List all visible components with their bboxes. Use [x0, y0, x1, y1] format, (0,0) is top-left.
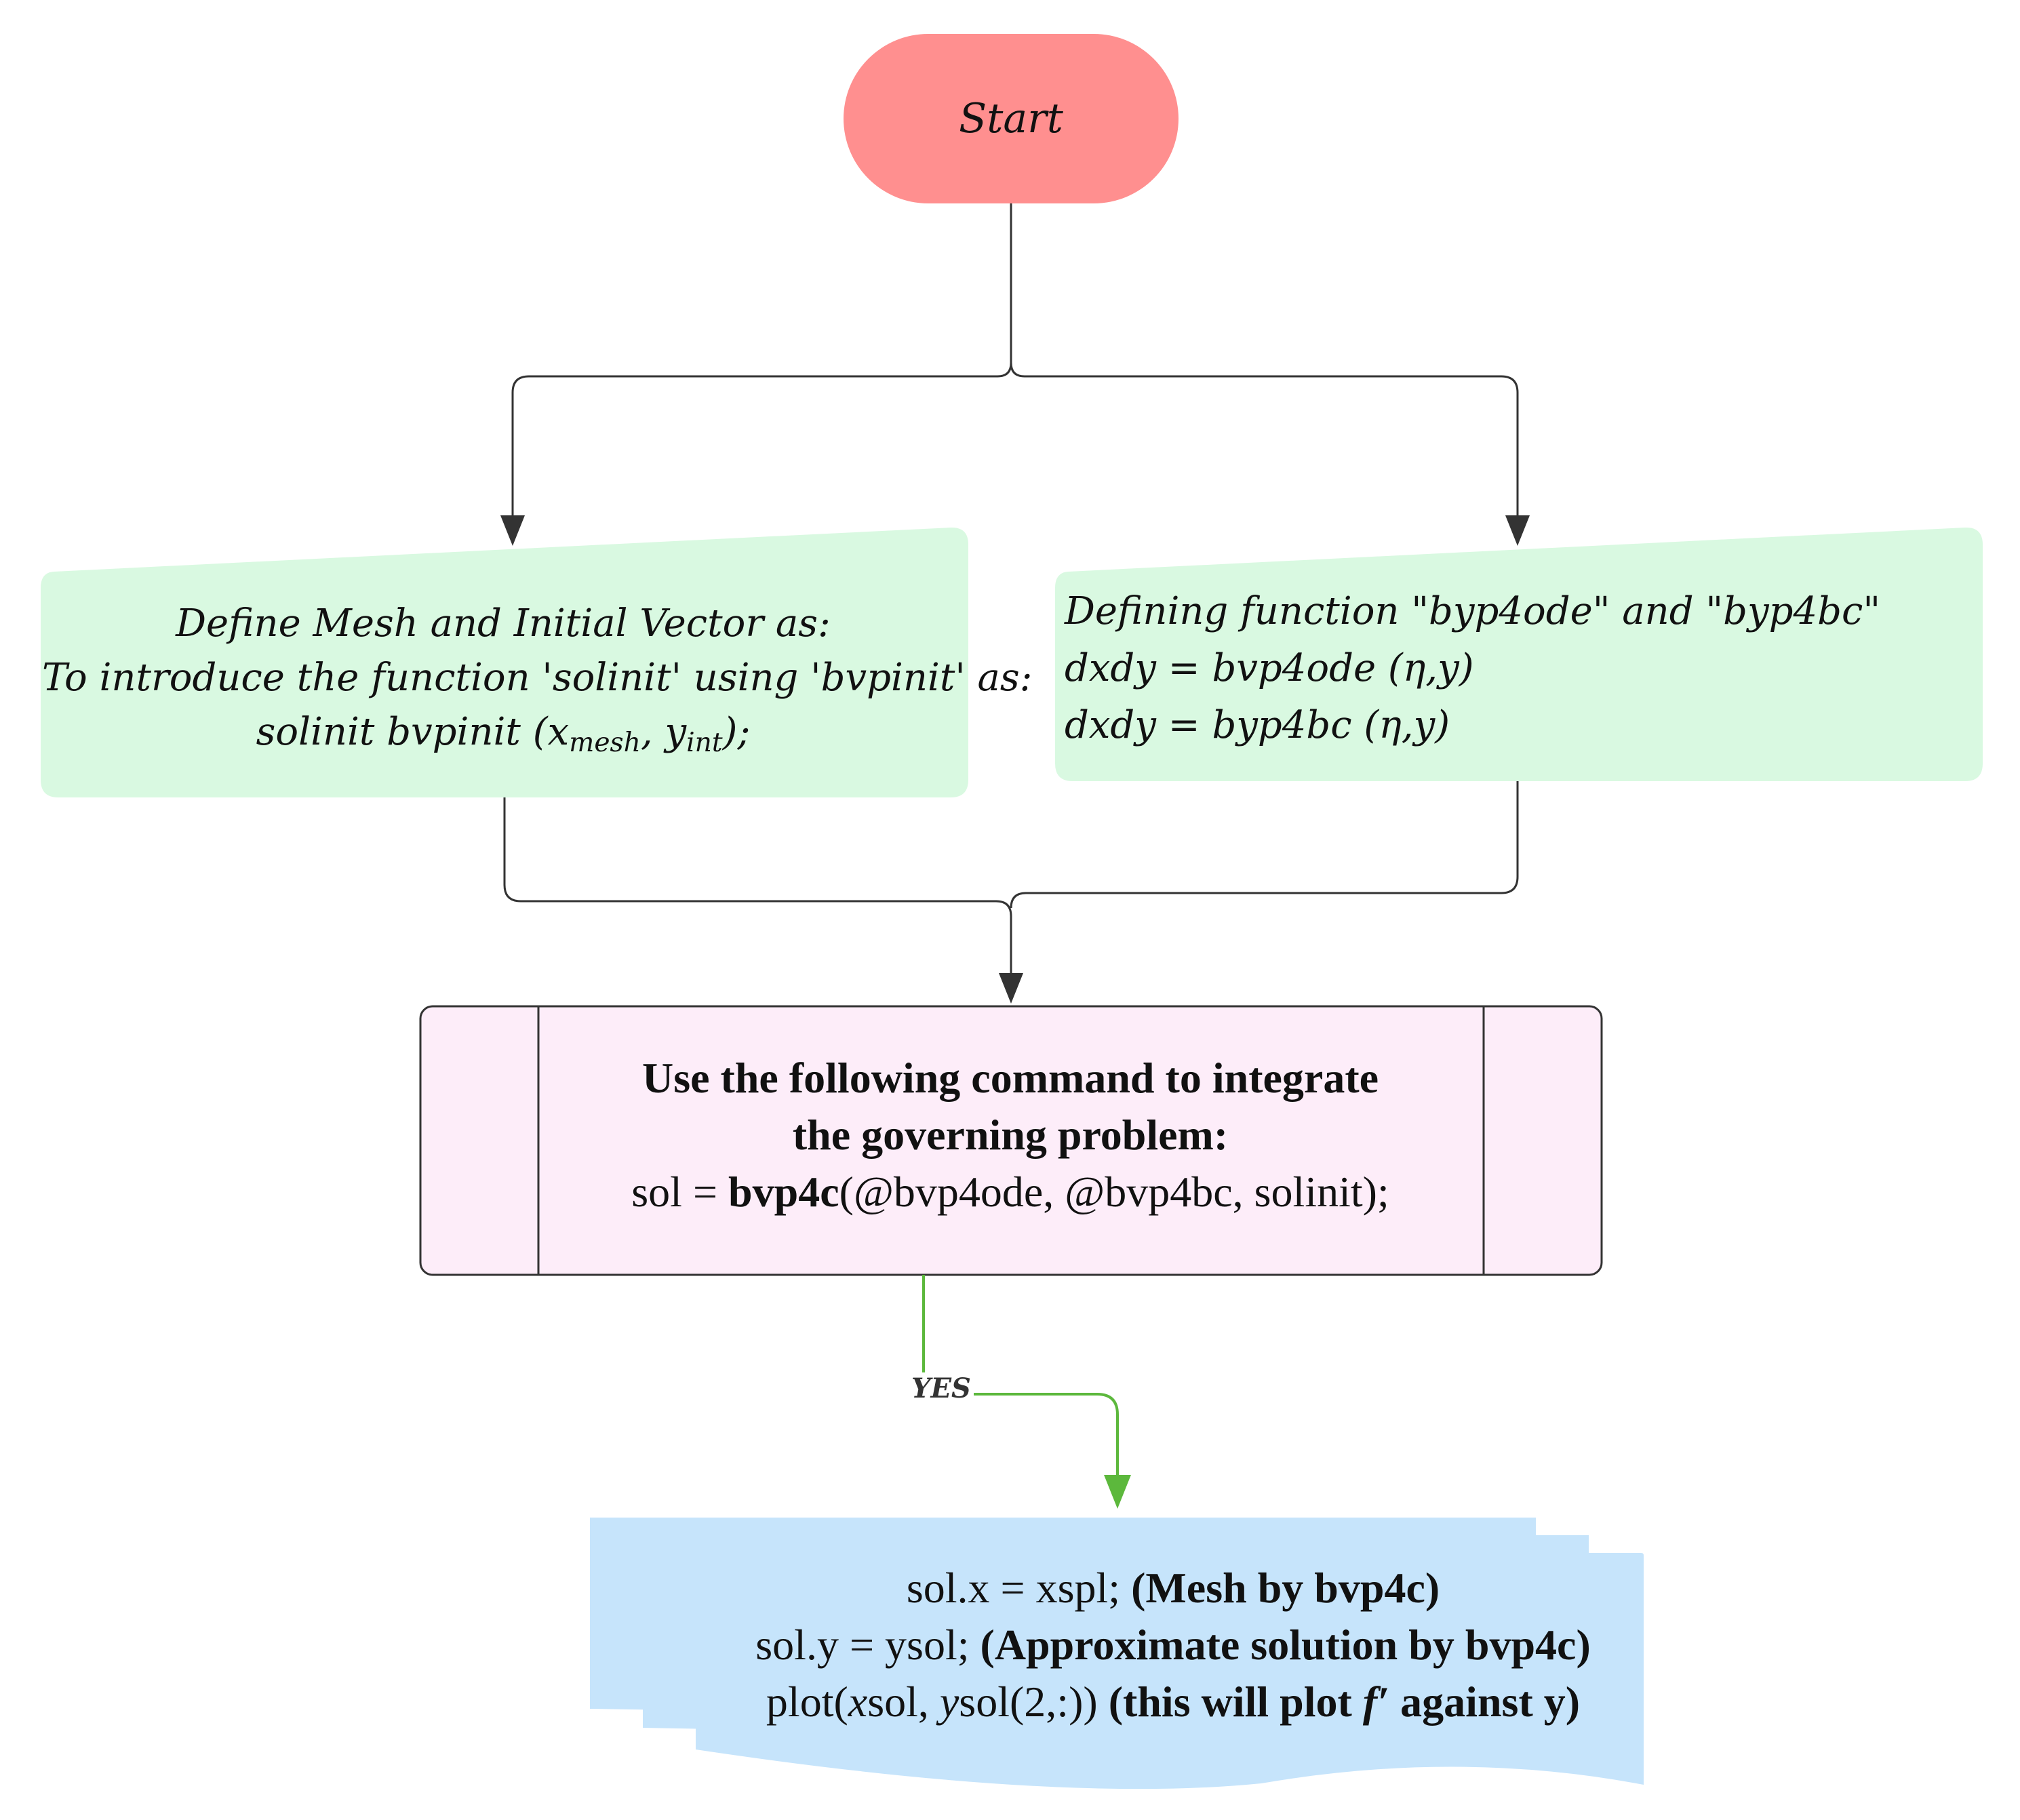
function-box-line-3: dxdy = byp4bc (η,y)	[1065, 703, 1450, 747]
function-box-line-2: dxdy = bvp4ode (η,y)	[1065, 646, 1474, 690]
process-box-text: Use the following command to integrate t…	[542, 1050, 1478, 1221]
output-line3-d: y	[939, 1678, 959, 1726]
mesh-line3-prefix: solinit bvpinit (x	[256, 710, 570, 754]
arrowhead-to-function-box	[1505, 515, 1530, 546]
connector-start-right	[1010, 362, 1519, 522]
output-line-3: plot(xsol, ysol(2,:)) (this will plot f′…	[698, 1674, 1648, 1730]
output-line-2: sol.y = ysol; (Approximate solution by b…	[698, 1617, 1648, 1674]
mesh-subscript: mesh	[569, 727, 641, 758]
process-box-line-2: the governing problem:	[792, 1111, 1229, 1159]
output-text: sol.x = xspl; (Mesh by bvp4c) sol.y = ys…	[698, 1560, 1648, 1730]
connector-start-split	[511, 203, 1012, 522]
process-line3-prefix: sol =	[631, 1168, 729, 1216]
function-input-box[interactable]	[1055, 527, 1983, 781]
output-line3-note-a: (this will plot	[1108, 1678, 1363, 1726]
process-box-line-3: sol = bvp4c(@bvp4ode, @bvp4bc, solinit);	[542, 1164, 1478, 1221]
output-line2-note: (Approximate solution by bvp4c)	[980, 1621, 1591, 1669]
start-label: Start	[959, 95, 1063, 142]
bvp4c-command: bvp4c	[728, 1168, 839, 1216]
connector-mesh-merge	[503, 797, 1012, 976]
process-line3-suffix: (@bvp4ode, @bvp4bc, solinit);	[839, 1168, 1389, 1216]
mesh-box-line-3: solinit bvpinit (xmesh, yint);	[42, 705, 964, 770]
mesh-box-line-2: To introduce the function 'solinit' usin…	[42, 656, 1033, 700]
process-box-line-1: Use the following command to integrate	[641, 1054, 1379, 1102]
process-box[interactable]	[419, 1005, 1603, 1276]
output-line-1: sol.x = xspl; (Mesh by bvp4c)	[698, 1560, 1648, 1617]
output-line3-note-c: against y)	[1389, 1678, 1581, 1726]
mesh-box-text: Define Mesh and Initial Vector as: To in…	[42, 597, 1033, 770]
arrowhead-to-output	[1104, 1475, 1131, 1509]
start-terminator[interactable]	[844, 34, 1179, 203]
int-subscript: int	[686, 727, 723, 758]
function-box-line-1: Defining function "byp4ode" and "byp4bc"	[1065, 589, 1881, 633]
mesh-line3-mid: , y	[640, 710, 687, 754]
output-line2-code: sol.y = ysol;	[755, 1621, 981, 1669]
yes-label: YES	[909, 1372, 974, 1404]
mesh-box-line-1: Define Mesh and Initial Vector as:	[176, 601, 831, 646]
mesh-line3-suffix: );	[722, 710, 751, 754]
output-line1-code: sol.x = xspl;	[906, 1564, 1132, 1612]
output-line3-c: sol,	[867, 1678, 940, 1726]
function-box-text: Defining function "byp4ode" and "byp4bc"…	[1065, 583, 1966, 754]
connector-yes	[922, 1275, 1119, 1478]
output-line3-e: sol(2,:))	[959, 1678, 1109, 1726]
arrowhead-to-mesh-box	[500, 515, 525, 546]
output-line1-note: (Mesh by bvp4c)	[1131, 1564, 1440, 1612]
output-line3-b: x	[848, 1678, 868, 1726]
arrowhead-to-process-box	[999, 973, 1023, 1004]
mesh-input-box[interactable]	[41, 527, 968, 797]
output-line3-a: plot(	[766, 1678, 848, 1726]
output-document-front[interactable]	[696, 1553, 1644, 1789]
connector-function-merge	[1010, 781, 1519, 909]
output-line3-note-b: f′	[1362, 1678, 1390, 1726]
